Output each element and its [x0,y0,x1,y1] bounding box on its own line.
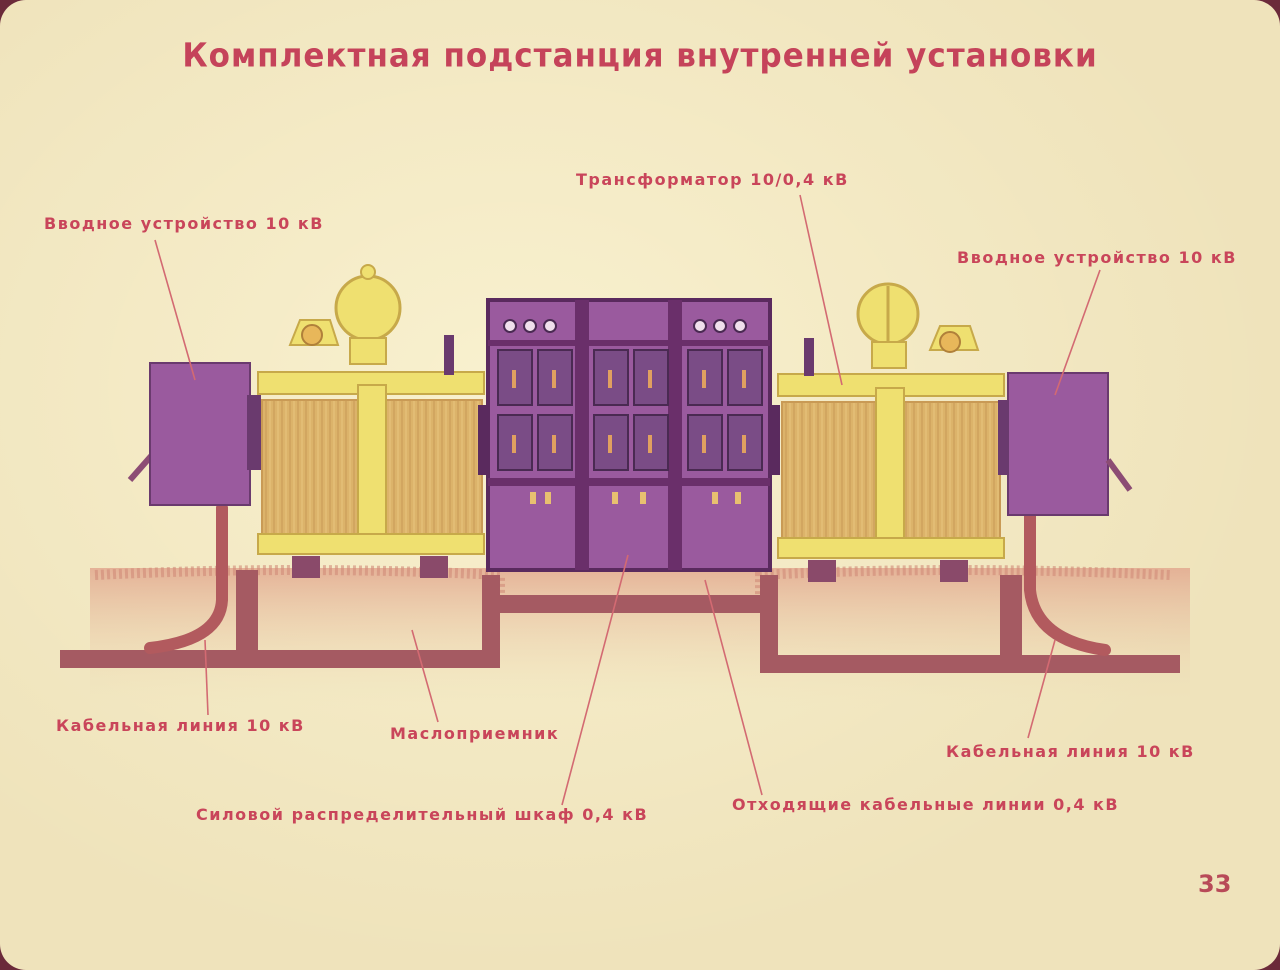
foundation [60,570,1180,673]
transformer-right [777,282,1005,582]
power-cabinet [478,298,780,572]
label-input-device-left: Вводное устройство 10 кВ [44,214,324,233]
transformer-left [257,264,485,578]
label-cable-line-left: Кабельная линия 10 кВ [56,716,305,735]
input-device-left [127,362,261,506]
cable-lines [144,502,1111,656]
label-cable-line-right: Кабельная линия 10 кВ [946,742,1195,761]
page-title: Комплектная подстанция внутренней устано… [182,37,1098,75]
label-oil-receiver: Маслоприемник [390,724,560,743]
label-input-device-right: Вводное устройство 10 кВ [957,248,1237,267]
label-transformer: Трансформатор 10/0,4 кВ [576,170,849,189]
label-outgoing-cables: Отходящие кабельные линии 0,4 кВ [732,795,1120,814]
input-device-right [998,372,1133,516]
page-number: 33 [1198,870,1232,898]
label-power-cabinet: Силовой распределительный шкаф 0,4 кВ [196,805,649,824]
leader-lines [154,194,1101,806]
